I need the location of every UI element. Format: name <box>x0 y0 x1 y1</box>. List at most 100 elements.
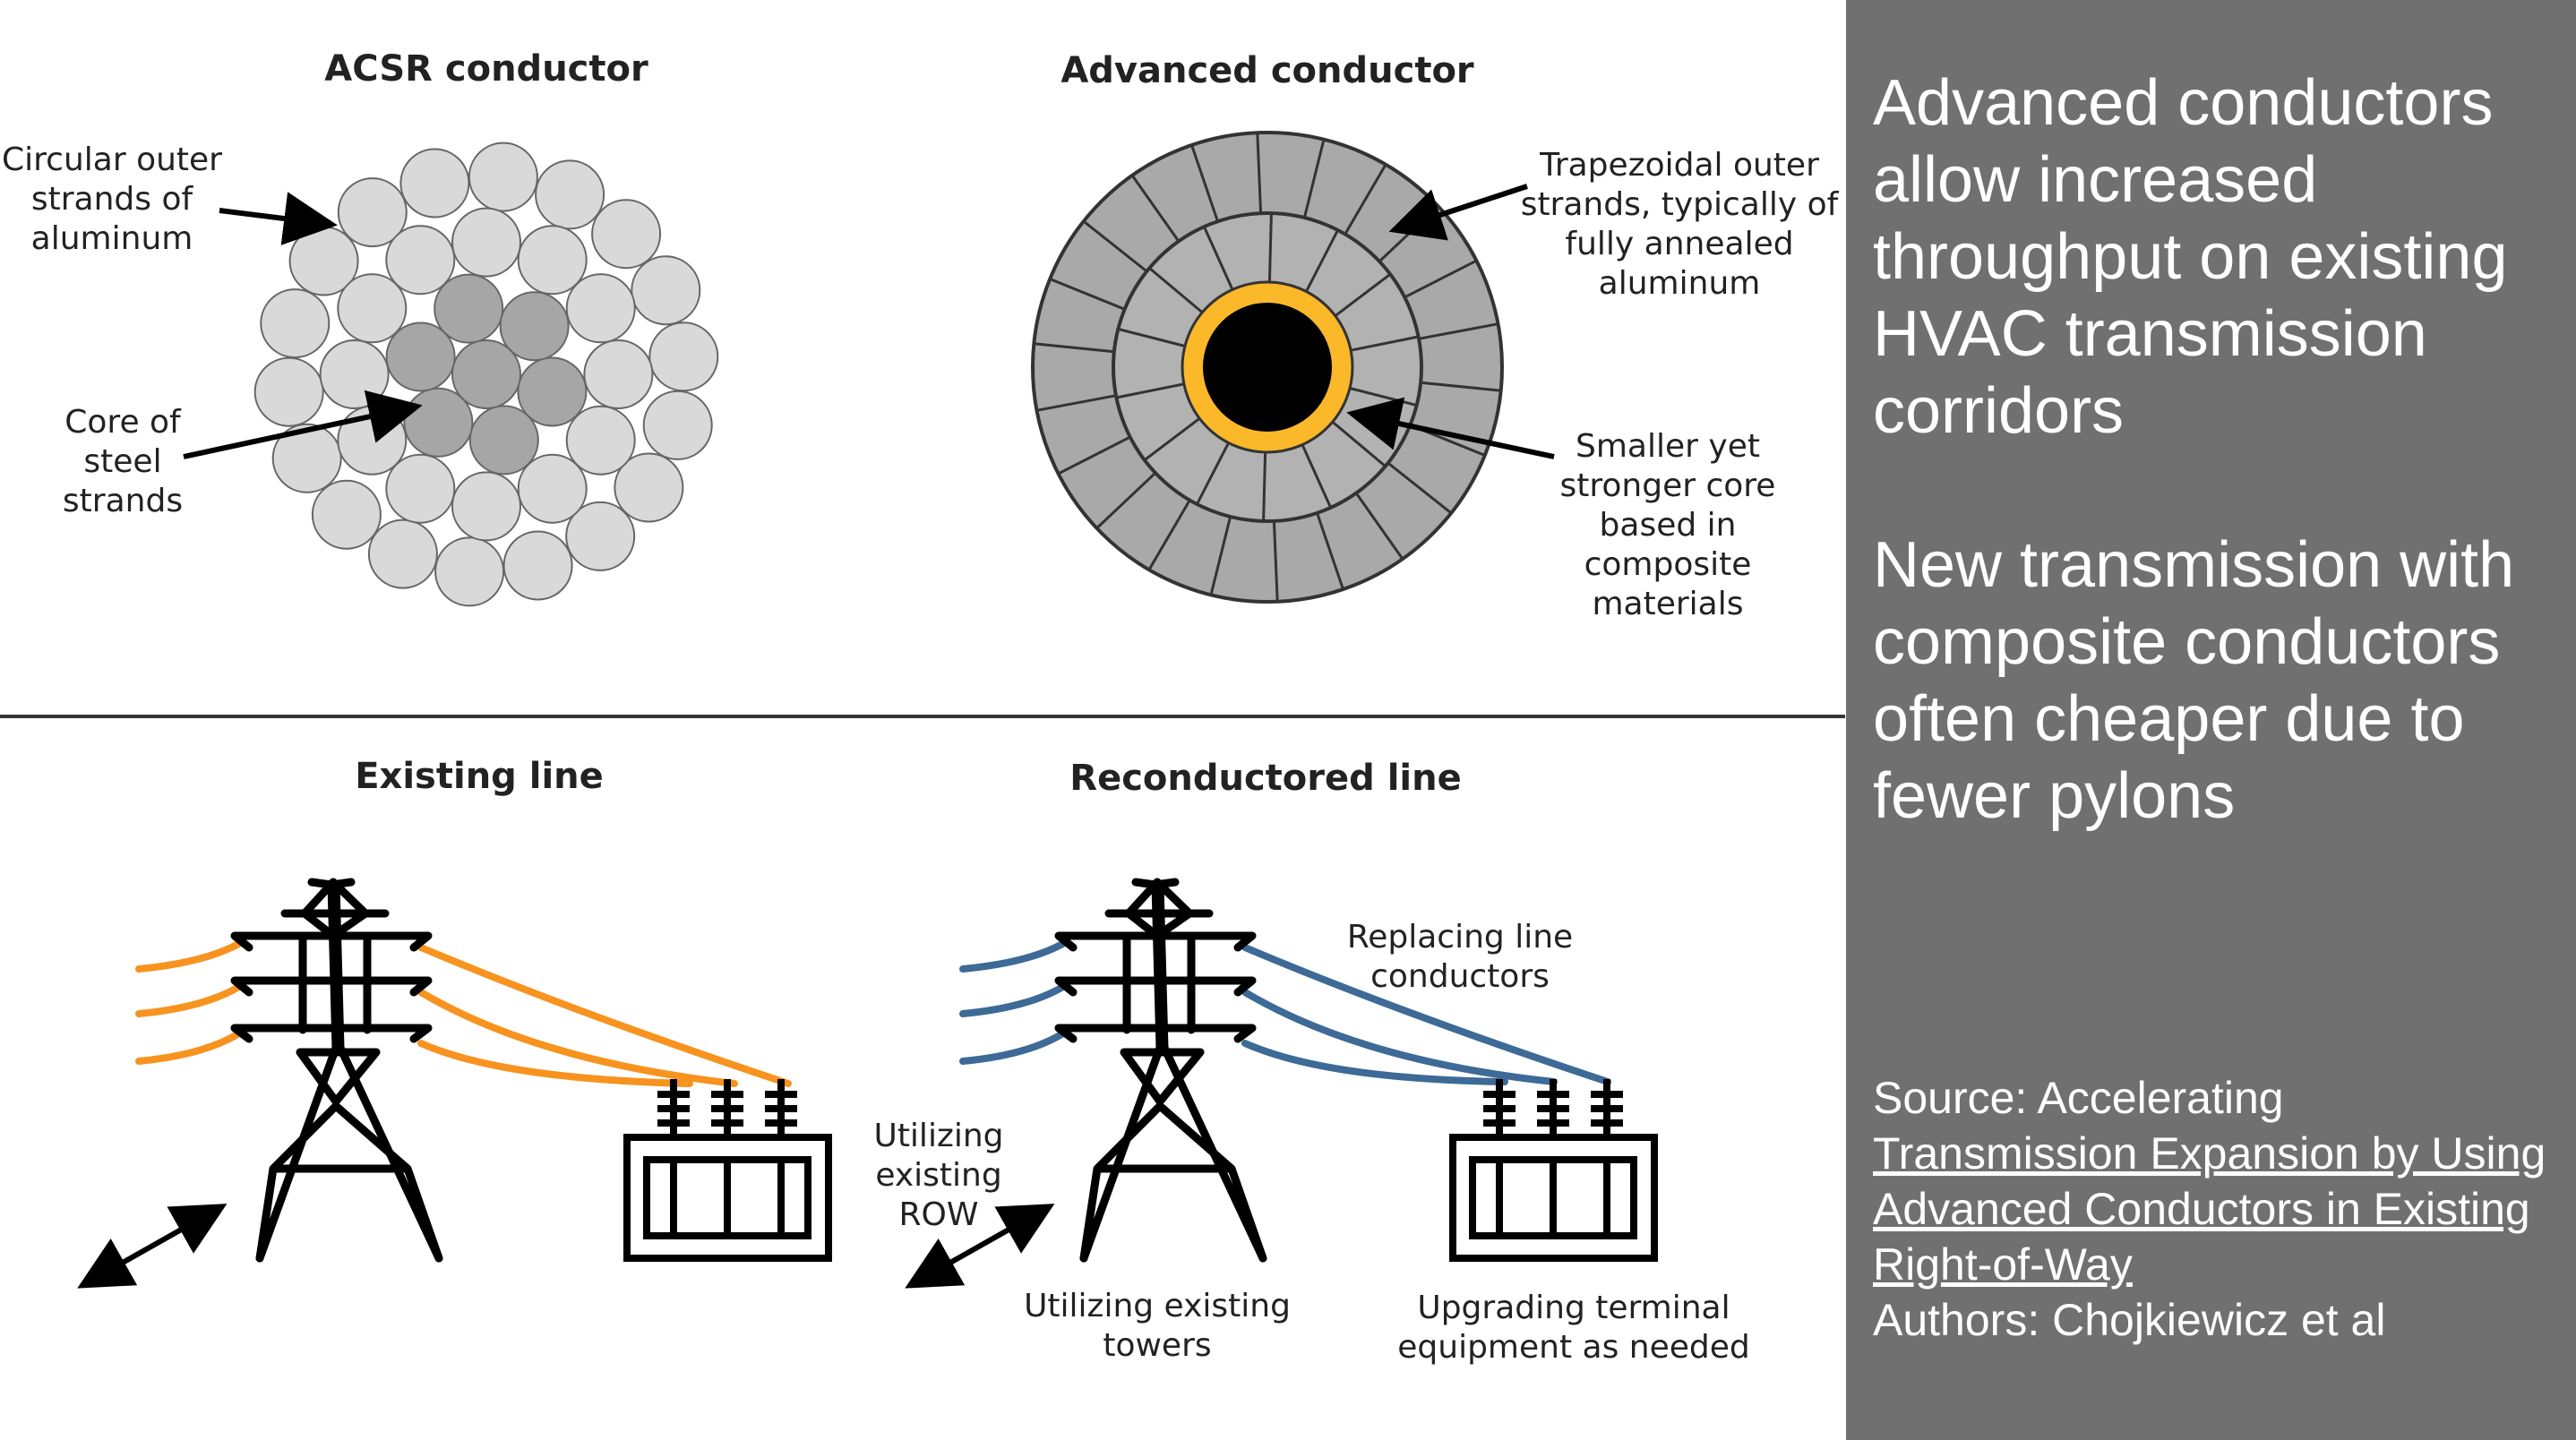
aluminum-strand <box>614 452 684 523</box>
svg-text:steel: steel <box>83 443 161 480</box>
steel-strand <box>517 356 588 427</box>
aluminum-strand <box>502 530 573 601</box>
steel-strand <box>451 339 521 409</box>
heading-advanced-conductors: Advanced conductors allow increased thro… <box>1873 67 2508 447</box>
aluminum-strand <box>311 479 382 550</box>
label-trapezoidal: Trapezoidal outer strands, typically of … <box>1521 147 1840 302</box>
trapezoid-strand-divider <box>1418 322 1498 340</box>
svg-text:Replacing line: Replacing line <box>1347 919 1573 956</box>
advanced-title: Advanced conductor <box>1060 50 1474 91</box>
aluminum-strand <box>434 536 505 607</box>
source-link[interactable]: Transmission Expansion by Using Advanced… <box>1873 1128 2546 1290</box>
source-prefix: Source: Accelerating <box>1873 1073 2284 1123</box>
trapezoid-strand-divider <box>1049 278 1126 311</box>
aluminum-strand <box>451 471 521 542</box>
trapezoid-strand-divider <box>1095 472 1156 529</box>
svg-text:based in: based in <box>1600 507 1737 544</box>
aluminum-strand <box>319 339 390 409</box>
svg-text:Trapezoidal outer: Trapezoidal outer <box>1539 147 1819 184</box>
svg-text:Utilizing existing: Utilizing existing <box>1024 1288 1291 1324</box>
steel-strand <box>434 273 504 344</box>
aluminum-strand <box>565 501 636 571</box>
trapezoid-strand-divider <box>1354 492 1404 560</box>
label-terminal: Upgrading terminal equipment as needed <box>1397 1290 1750 1366</box>
aluminum-strand <box>451 207 521 278</box>
arrow-trapezoidal <box>1388 184 1528 241</box>
acsr-title: ACSR conductor <box>324 48 648 90</box>
svg-text:strands, typically of: strands, typically of <box>1521 186 1840 223</box>
label-smaller-core: Smaller yet stronger core based in compo… <box>1560 428 1776 622</box>
aluminum-strand <box>565 273 636 344</box>
aluminum-strand <box>260 288 331 359</box>
aluminum-strand <box>591 199 662 270</box>
trapezoid-strand-divider <box>1203 226 1234 291</box>
aluminum-strand <box>565 405 636 476</box>
trapezoid-strand-divider <box>1116 382 1185 399</box>
aluminum-strand <box>535 159 605 230</box>
svg-text:Utilizing: Utilizing <box>873 1118 1003 1154</box>
svg-text:Core of: Core of <box>64 404 182 441</box>
trapezoid-strand-divider <box>1147 499 1191 571</box>
label-core-steel: Core of steel strands <box>63 404 183 519</box>
trapezoid-strand-divider <box>1302 139 1326 219</box>
arrow-circular-outer <box>219 192 338 245</box>
trapezoid-strand-divider <box>1190 144 1219 222</box>
aluminum-strand <box>583 339 654 409</box>
svg-text:aluminum: aluminum <box>1599 265 1761 302</box>
svg-text:aluminum: aluminum <box>31 220 193 257</box>
trapezoid-strand-divider <box>1057 435 1131 476</box>
advanced-cross-section <box>1031 131 1504 604</box>
trapezoid-strand-divider <box>1316 512 1344 590</box>
aluminum-strand <box>385 225 456 296</box>
svg-text:Circular outer: Circular outer <box>2 141 222 178</box>
trapezoid-strand-divider <box>1256 133 1263 214</box>
label-circular-outer: Circular outer strands of aluminum <box>2 141 222 257</box>
row-arrow-existing <box>77 1204 228 1289</box>
aluminum-strand <box>271 423 342 493</box>
aluminum-strand <box>642 390 713 460</box>
row-arrow-reconductored <box>905 1204 1055 1289</box>
svg-text:towers: towers <box>1103 1327 1211 1364</box>
authors: Authors: Chojkiewicz et al <box>1873 1295 2386 1345</box>
label-row: Utilizing existing ROW <box>873 1118 1003 1233</box>
aluminum-strand <box>631 255 701 326</box>
heading-new-transmission: New transmission with composite conducto… <box>1873 529 2515 832</box>
trapezoid-strand-divider <box>1130 175 1181 243</box>
trapezoid-strand-divider <box>1267 213 1273 283</box>
trapezoid-strand-divider <box>1036 394 1117 412</box>
trapezoid-strand-divider <box>1305 229 1339 293</box>
new-wires <box>959 939 1611 1085</box>
trapezoid-strand-divider <box>1117 327 1186 347</box>
svg-text:materials: materials <box>1592 586 1743 622</box>
conductor-diagram: ACSR conductor Advanced conductor Existi… <box>0 48 1845 1366</box>
trapezoid-strand-divider <box>1350 335 1419 352</box>
aluminum-strand <box>385 453 456 524</box>
svg-text:conductors: conductors <box>1370 958 1550 995</box>
composite-core <box>1203 303 1332 432</box>
trapezoid-strand-divider <box>1262 451 1267 521</box>
terminal-equipment-existing <box>623 1079 832 1262</box>
svg-text:equipment as needed: equipment as needed <box>1397 1329 1750 1366</box>
label-replacing: Replacing line conductors <box>1347 919 1573 995</box>
steel-strand <box>468 405 539 476</box>
existing-wires <box>135 939 792 1087</box>
trapezoid-strand-divider <box>1143 417 1201 461</box>
aluminum-strand <box>337 177 408 248</box>
trapezoid-strand-divider <box>1301 443 1332 509</box>
svg-text:ROW: ROW <box>899 1196 979 1233</box>
trapezoid-strand-divider <box>1272 520 1279 602</box>
svg-text:existing: existing <box>875 1157 1001 1194</box>
source-block: Source: Accelerating Transmission Expans… <box>1873 1070 2554 1348</box>
tower-existing <box>230 878 443 1263</box>
steel-strand <box>499 291 570 362</box>
svg-text:strands: strands <box>63 483 183 519</box>
aluminum-strand <box>648 321 719 392</box>
trapezoid-strand-divider <box>1209 516 1232 596</box>
acsr-cross-section <box>253 141 719 607</box>
aluminum-strand <box>468 141 538 212</box>
side-panel: Advanced conductors allow increased thro… <box>1846 0 2576 1440</box>
trapezoid-strand-divider <box>1344 163 1387 236</box>
arrow-core-steel <box>183 390 423 459</box>
aluminum-strand <box>337 273 408 344</box>
svg-text:Upgrading terminal: Upgrading terminal <box>1417 1290 1730 1326</box>
